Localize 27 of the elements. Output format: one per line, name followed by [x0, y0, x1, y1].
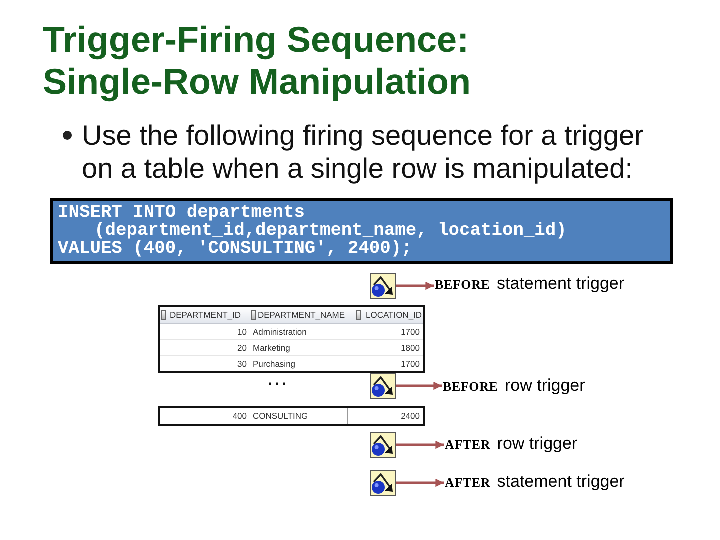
trigger-label: AFTER row trigger — [445, 433, 578, 456]
table-cell-text: Purchasing — [252, 358, 297, 371]
trigger-label: BEFORE row trigger — [443, 375, 586, 398]
table-cell-text: 400 — [232, 410, 248, 423]
arrow — [396, 440, 444, 450]
table-cell: Marketing — [250, 340, 355, 356]
column-header: DEPARTMENT_ID — [170, 309, 242, 322]
arrow — [396, 478, 444, 488]
arrow — [396, 282, 434, 290]
ellipsis: ... — [268, 371, 290, 391]
slide-title: Trigger-Firing Sequence: Single-Row Manipulation — [43, 19, 472, 103]
table-cell: 1700 — [355, 324, 423, 340]
table-cell: Administration — [250, 324, 355, 340]
trigger-label: BEFORE statement trigger — [435, 273, 625, 296]
code-block: INSERT INTO departments (department_id,department_name, location_id) VALUES (400, 'CONSULTING', 2400); — [50, 198, 673, 264]
table-cell: 20 — [160, 340, 250, 356]
table-cell-text: 1700 — [400, 358, 421, 371]
table-cell-text: CONSULTING — [252, 410, 310, 423]
column-header: DEPARTMENT_NAME — [258, 309, 346, 322]
column-header: LOCATION_ID — [366, 309, 422, 322]
table-cell: 2400 — [347, 408, 423, 424]
table-cell: 10 — [160, 324, 250, 340]
arrow — [396, 382, 442, 390]
table-cell-text: 30 — [236, 358, 248, 371]
trigger-label: AFTER statement trigger — [445, 471, 625, 494]
bullet-text: Use the following firing sequence for a trigger on a table when a single row is manipulated: — [82, 119, 645, 185]
table-cell: 1800 — [355, 340, 423, 356]
